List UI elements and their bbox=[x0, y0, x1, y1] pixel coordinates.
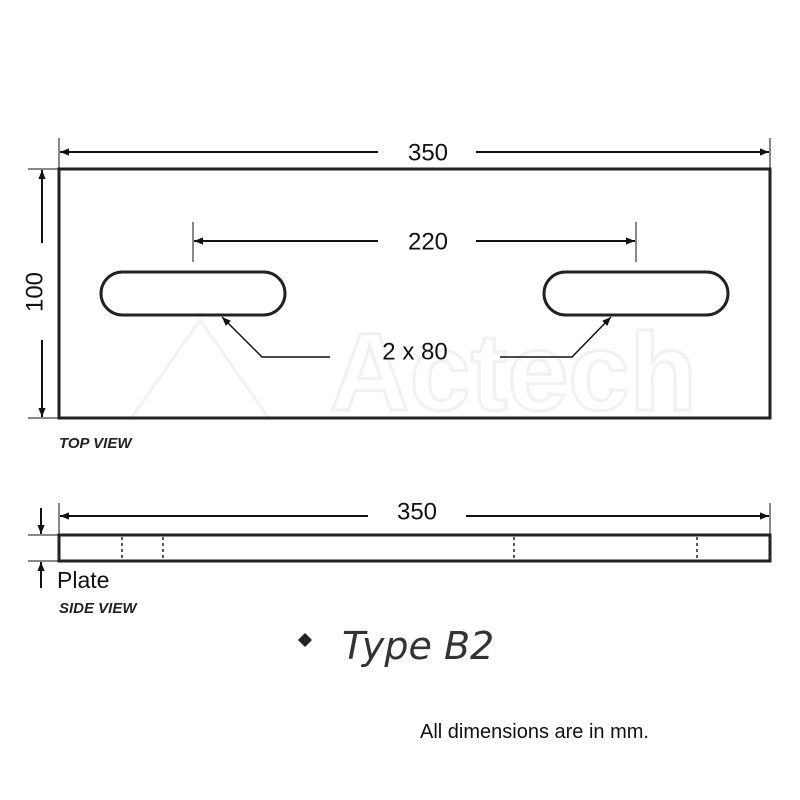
width-dimension: 100 bbox=[21, 272, 48, 312]
type-label: Type B2 bbox=[342, 624, 494, 668]
leader-line bbox=[221, 316, 330, 358]
plate-outline bbox=[57, 167, 772, 420]
length-dimension: 350 bbox=[408, 139, 448, 166]
side-view-label: SIDE VIEW bbox=[59, 600, 138, 617]
watermark-logo-mark bbox=[128, 317, 272, 421]
side-length-dimension: 350 bbox=[397, 498, 437, 525]
top-view: 350 100 220 2 x 80 TOP VIEW bbox=[21, 138, 772, 452]
diamond-bullet-icon bbox=[298, 633, 312, 647]
slot-callout: 2 x 80 bbox=[382, 338, 447, 365]
slot-right bbox=[542, 270, 730, 317]
hidden-slot-lines bbox=[121, 537, 698, 559]
top-view-label: TOP VIEW bbox=[59, 435, 133, 452]
thickness-label: Plate bbox=[57, 567, 109, 593]
plate-side-outline bbox=[57, 533, 772, 563]
watermark-logo: Actech bbox=[330, 311, 697, 434]
units-note: All dimensions are in mm. bbox=[420, 721, 649, 743]
slot-left bbox=[99, 270, 287, 317]
side-view: 350 Plate SIDE VIEW bbox=[28, 498, 772, 617]
slot-spacing-dimension: 220 bbox=[408, 228, 448, 255]
leader-line bbox=[500, 316, 612, 358]
